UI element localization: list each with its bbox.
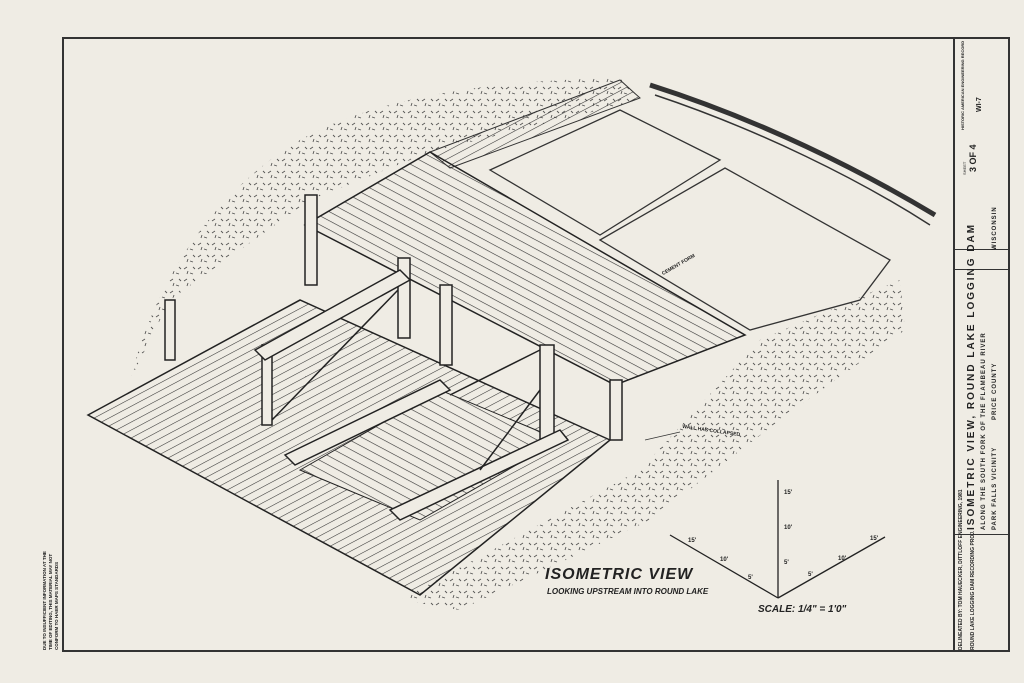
scale-label: SCALE: 1/4" = 1'0" — [758, 604, 847, 615]
project-name: ROUND LAKE LOGGING DAM RECORDING PROJ. — [970, 530, 976, 650]
scale-axes — [669, 480, 886, 599]
sheet-label: SHEET — [962, 161, 967, 175]
margin-note: DUE TO INSUFFICIENT INFORMATION AT THE T… — [42, 551, 59, 650]
delineator: DELINEATED BY: TOM HAUECKER, DITTLOFF EN… — [958, 489, 964, 650]
title-block-divider — [955, 534, 1008, 535]
title-block-divider — [955, 269, 1008, 270]
title-block-vicinity: PARK FALLS VICINITY — [992, 446, 998, 530]
title-block-location: ALONG THE SOUTH FORK OF THE FLAMBEAU RIV… — [981, 332, 987, 530]
drawing-border — [62, 37, 955, 652]
scale-tick-vert-10: 10' — [784, 525, 793, 531]
scale-tick-vert-5: 5' — [784, 560, 789, 566]
title-block-divider — [955, 249, 1008, 250]
scale-tick-left-5: 5' — [748, 575, 753, 581]
gate-frame — [164, 194, 623, 521]
log-boom — [649, 82, 937, 218]
scale-tick-left-10: 10' — [720, 557, 729, 563]
sheet-number: 3 OF 4 — [968, 144, 978, 172]
pool-lower — [598, 167, 891, 331]
sluice-floor-planks — [300, 390, 560, 520]
title-block-state: WISCONSIN — [992, 206, 998, 250]
pool-upper — [488, 109, 722, 236]
scale-tick-right-15: 15' — [870, 536, 879, 542]
record-number: WI-7 — [976, 97, 983, 112]
annotation-leader — [644, 431, 681, 441]
title-block-county: PRICE COUNTY — [992, 362, 998, 420]
scale-tick-right-5: 5' — [808, 572, 813, 578]
scale-tick-right-10: 10' — [838, 556, 847, 562]
record-name: HISTORIC AMERICAN ENGINEERING RECORD — [960, 40, 965, 130]
scale-tick-left-15: 15' — [688, 538, 697, 544]
log-boom-edge — [654, 94, 931, 226]
title-block-title: ISOMETRIC VIEW, ROUND LAKE LOGGING DAM — [966, 222, 977, 530]
title-block — [955, 37, 1010, 652]
drawing-caption: ISOMETRIC VIEW — [545, 566, 694, 583]
right-bank — [400, 280, 905, 610]
scale-tick-vert-15: 15' — [784, 490, 793, 496]
drawing-subcaption: LOOKING UPSTREAM INTO ROUND LAKE — [547, 587, 709, 596]
